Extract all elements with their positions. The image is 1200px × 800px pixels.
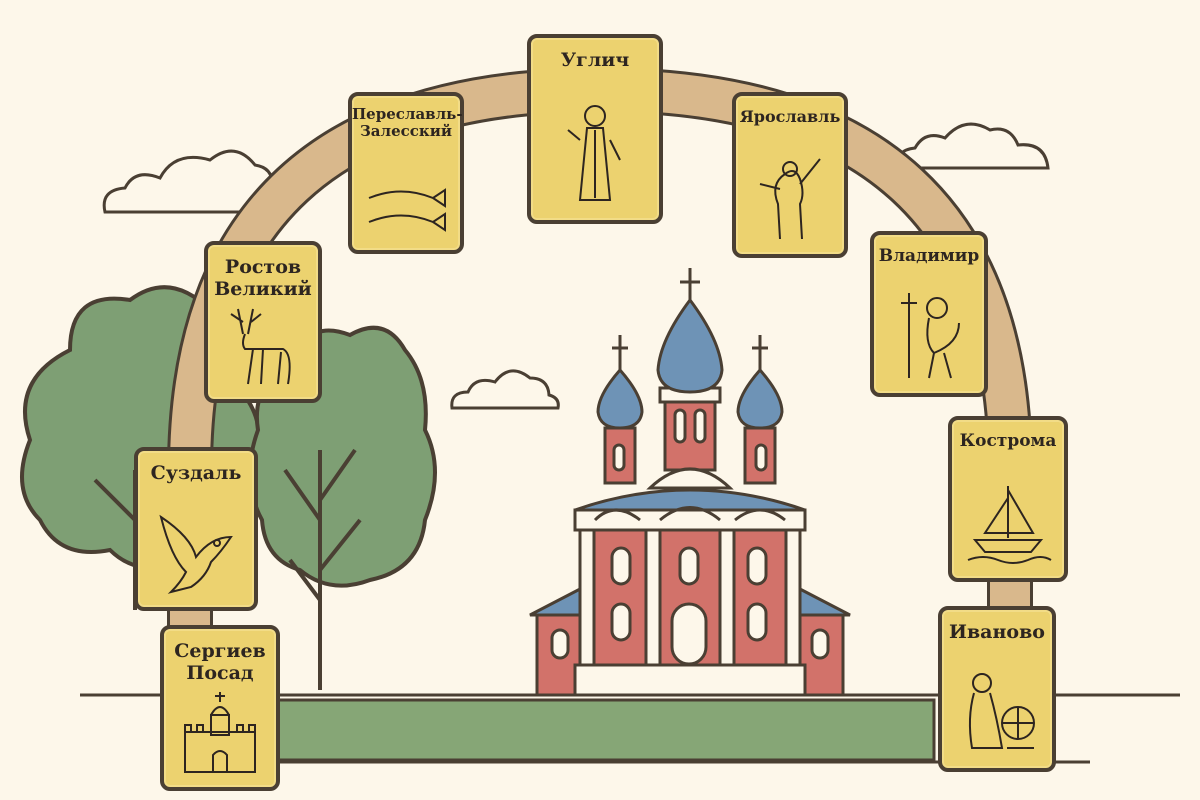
city-name-rostov: Ростов Великий [214, 256, 312, 300]
city-name-pereslavl: Переславль- Залесский [352, 105, 463, 141]
fish-icon [352, 180, 460, 240]
city-card-uglich: Углич [527, 34, 663, 224]
falcon-icon [138, 507, 254, 597]
city-name-vladimir: Владимир [878, 246, 980, 266]
kremlin-icon [164, 687, 276, 777]
city-card-ivanovo: Иваново [938, 606, 1056, 772]
city-name-kostroma: Кострома [959, 431, 1057, 451]
city-card-sergiev: Сергиев Посад [160, 625, 280, 791]
city-card-yaroslavl: Ярославль [732, 92, 848, 258]
city-name-uglich: Углич [560, 49, 630, 71]
cloud-right-icon [896, 122, 1050, 170]
ground-field [276, 698, 936, 762]
church-icon [529, 268, 851, 697]
city-card-rostov: Ростов Великий [204, 241, 322, 403]
city-card-pereslavl: Переславль- Залесский [348, 92, 464, 254]
city-card-suzdal: Суздаль [134, 447, 258, 611]
city-name-sergiev: Сергиев Посад [174, 640, 266, 684]
cloud-small-icon [450, 369, 560, 410]
lion-icon [874, 283, 984, 383]
tsarevich-icon [531, 100, 659, 210]
deer-icon [208, 304, 318, 389]
ship-icon [952, 478, 1064, 568]
city-name-suzdal: Суздаль [150, 462, 242, 484]
city-card-kostroma: Кострома [948, 416, 1068, 582]
city-card-vladimir: Владимир [870, 231, 988, 397]
city-name-yaroslavl: Ярославль [739, 107, 841, 126]
spinner-icon [942, 663, 1052, 758]
bear-icon [736, 144, 844, 244]
city-name-ivanovo: Иваново [949, 621, 1045, 643]
